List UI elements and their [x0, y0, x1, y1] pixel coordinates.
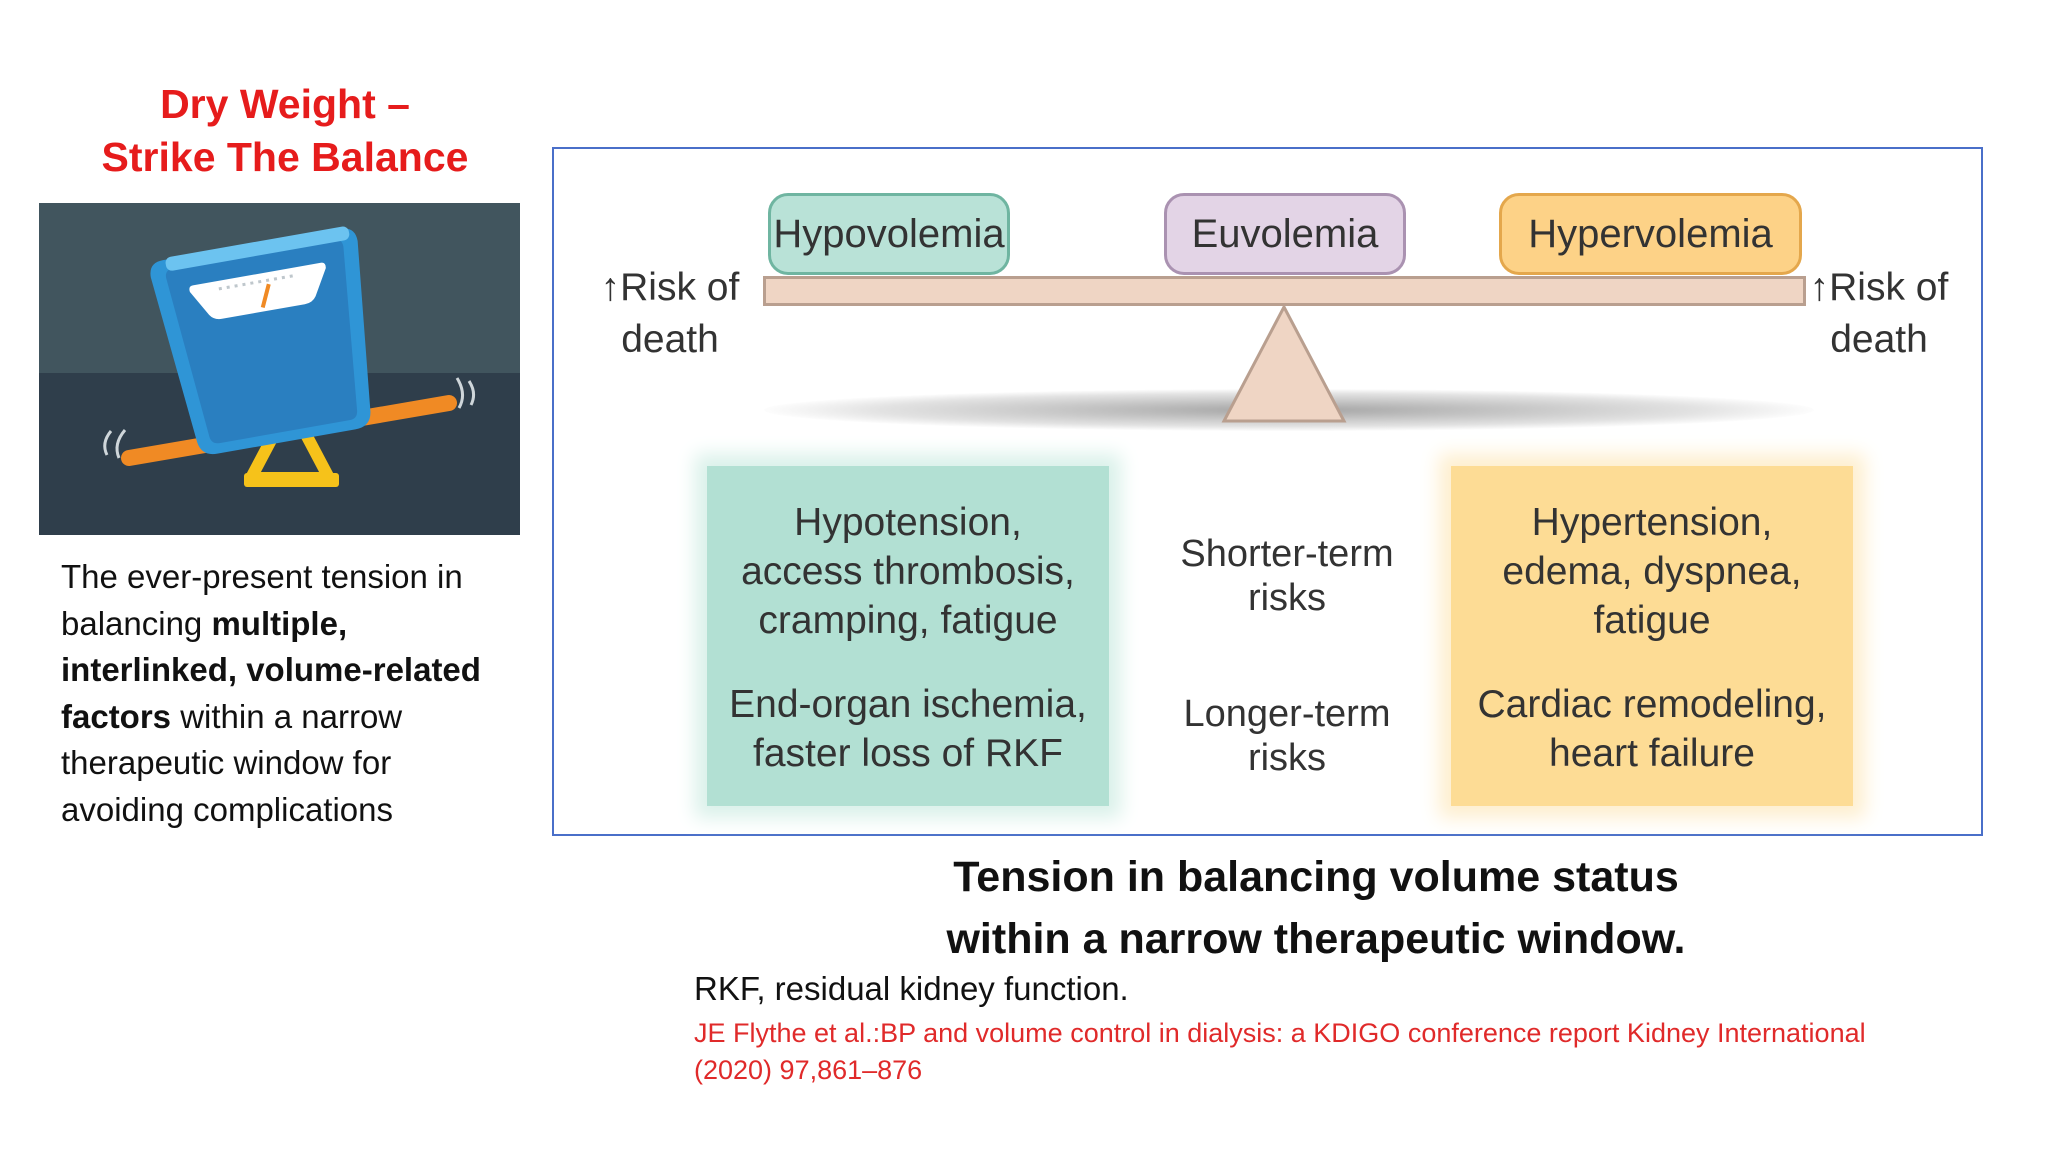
reference-line1: JE Flythe et al.:BP and volume control i… — [694, 1018, 1866, 1048]
risk-right-line1: ↑Risk of — [1809, 266, 1949, 309]
body-text-bold: multiple, interlinked, volume-related fa… — [61, 604, 481, 735]
hypo-short-line2: access thrombosis, — [741, 550, 1075, 593]
seesaw-fulcrum — [1221, 303, 1347, 423]
risk-right-label: ↑Risk of death — [1799, 262, 1959, 366]
slide-title-line2: Strike The Balance — [101, 134, 469, 180]
longer-term-line1: Longer-term — [1183, 693, 1391, 735]
body-text-part1: The ever-present tension in balancing — [61, 558, 463, 642]
slide-title-line1: Dry Weight – — [160, 81, 410, 127]
hypovolemia-box: Hypovolemia — [768, 193, 1010, 275]
longer-term-line2: risks — [1247, 737, 1327, 779]
hypovolemia-long-term-risks: End-organ ischemia, faster loss of RKF — [707, 680, 1109, 778]
slide-title: Dry Weight – Strike The Balance — [40, 78, 530, 184]
reference-citation: JE Flythe et al.:BP and volume control i… — [694, 1015, 1994, 1089]
hypervolemia-short-term-risks: Hypertension, edema, dyspnea, fatigue — [1451, 498, 1853, 645]
hypervolemia-box: Hypervolemia — [1499, 193, 1802, 275]
hypervolemia-long-term-risks: Cardiac remodeling, heart failure — [1451, 680, 1853, 778]
hypovolemia-short-term-risks: Hypotension, access thrombosis, cramping… — [707, 498, 1109, 645]
shorter-term-line1: Shorter-term — [1180, 533, 1394, 575]
risk-left-line2: death — [621, 318, 719, 361]
weighing-scale-icon — [103, 226, 476, 487]
balance-scale-illustration — [39, 203, 520, 535]
longer-term-risks-label: Longer-term risks — [1152, 692, 1422, 780]
risk-left-line1: ↑Risk of — [600, 266, 740, 309]
hypo-long-line1: End-organ ischemia, — [729, 683, 1087, 726]
hypervolemia-risks-panel: Hypertension, edema, dyspnea, fatigue Ca… — [1451, 466, 1853, 806]
body-text-part2: within a narrow therapeutic window for a… — [61, 697, 403, 828]
caption-line2: within a narrow therapeutic window. — [946, 915, 1686, 963]
seesaw-beam — [763, 276, 1806, 306]
hypovolemia-risks-panel: Hypotension, access thrombosis, cramping… — [707, 466, 1109, 806]
hypo-short-line1: Hypotension, — [794, 501, 1022, 544]
hypo-long-line2: faster loss of RKF — [753, 732, 1063, 775]
shorter-term-risks-label: Shorter-term risks — [1152, 532, 1422, 620]
hyper-short-line2: edema, dyspnea, — [1502, 550, 1802, 593]
risk-right-line2: death — [1830, 318, 1928, 361]
hyper-long-line2: heart failure — [1549, 732, 1755, 775]
hyper-short-line3: fatigue — [1593, 599, 1711, 642]
shorter-term-line2: risks — [1247, 577, 1327, 619]
balance-diagram: ↑Risk of death ↑Risk of death Hypovolemi… — [552, 147, 1983, 836]
abbreviation-note: RKF, residual kidney function. — [694, 970, 1129, 1007]
risk-left-label: ↑Risk of death — [590, 262, 750, 366]
reference-line2: (2020) 97,861–876 — [694, 1055, 923, 1085]
slide-body-text: The ever-present tension in balancing mu… — [61, 554, 511, 833]
euvolemia-box: Euvolemia — [1164, 193, 1406, 275]
diagram-caption: Tension in balancing volume status withi… — [600, 846, 2032, 970]
hypo-short-line3: cramping, fatigue — [758, 599, 1058, 642]
caption-line1: Tension in balancing volume status — [953, 853, 1679, 901]
hyper-long-line1: Cardiac remodeling, — [1477, 683, 1827, 726]
hyper-short-line1: Hypertension, — [1531, 501, 1773, 544]
